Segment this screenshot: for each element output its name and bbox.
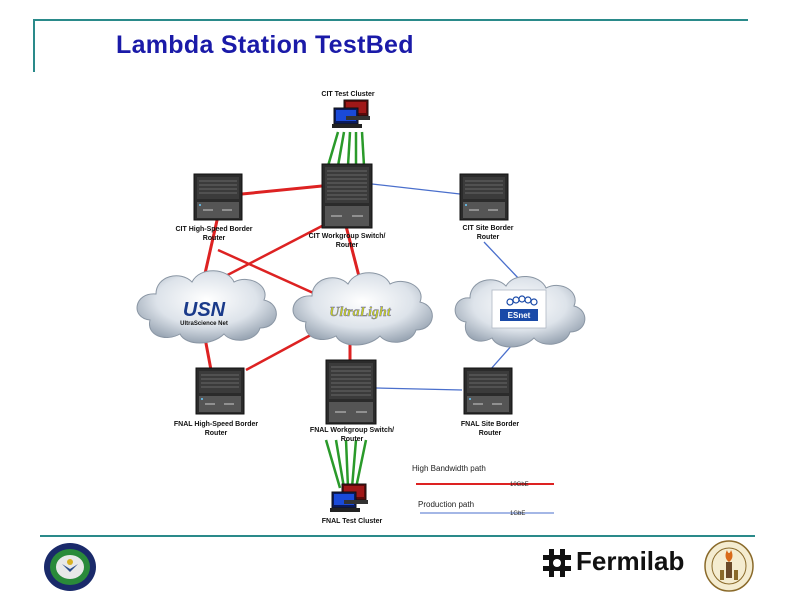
slide-title: Lambda Station TestBed: [116, 31, 414, 59]
fnal-workgroup-switch-label-line2: Router: [341, 436, 364, 443]
fnal-highspeed-router: FNAL High-Speed Border Router: [174, 367, 259, 437]
legend: High Bandwidth path 10GbE Production pat…: [412, 464, 554, 517]
fnal-test-cluster-label: FNAL Test Cluster: [322, 518, 383, 525]
cluster-links: [324, 131, 368, 489]
fnal-highspeed-router-label-line1: FNAL High-Speed Border: [174, 421, 259, 428]
fnal-workgroup-switch: FNAL Workgroup Switch/ Router: [310, 359, 394, 443]
link-cit-hs-to-ultralight: [217, 248, 321, 298]
cit-workgroup-switch: CIT Workgroup Switch/ Router: [309, 163, 386, 249]
doe-seal-logo: [44, 543, 96, 591]
usn-caption: UltraScience Net: [180, 321, 228, 327]
legend-high-bandwidth-label: High Bandwidth path: [412, 464, 486, 473]
link-ultralight-to-fnal-hs: [245, 328, 321, 372]
fnal-highspeed-router-label-line2: Router: [205, 430, 228, 437]
footer-rule: [40, 535, 755, 537]
link-fnal-switch-to-fnal-site: [375, 387, 463, 391]
legend-production-speed: 1GbE: [510, 511, 525, 517]
link-cit-switch-to-usn: [213, 224, 323, 284]
cit-site-router-label-line1: CIT Site Border: [463, 225, 514, 232]
usn-logo: USN: [183, 299, 226, 321]
usn-cloud: USN UltraScience Net: [136, 270, 277, 344]
ultralight-cloud: UltraLight: [292, 272, 433, 346]
fnal-test-cluster: FNAL Test Cluster: [322, 483, 383, 525]
cit-highspeed-router: CIT High-Speed Border Router: [175, 173, 253, 242]
title-frame-left-rule: [33, 19, 35, 72]
esnet-logo: ESnet: [508, 311, 531, 320]
link-cit-site-to-esnet: [483, 241, 521, 281]
cit-workgroup-switch-label-line1: CIT Workgroup Switch/: [309, 233, 386, 240]
fnal-workgroup-switch-label-line1: FNAL Workgroup Switch/: [310, 427, 394, 434]
link-cit-switch-to-cit-site: [371, 183, 461, 195]
fermilab-mark-icon: [543, 549, 571, 577]
cit-site-router-label-line2: Router: [477, 234, 500, 241]
title-frame-top-rule: [33, 19, 748, 21]
cit-workgroup-switch-label-line2: Router: [336, 242, 359, 249]
fnal-site-router-label-line1: FNAL Site Border: [461, 421, 519, 428]
cit-highspeed-router-label-line1: CIT High-Speed Border: [175, 226, 252, 233]
esnet-cloud: ESnet: [454, 276, 586, 348]
fnal-site-router: FNAL Site Border Router: [461, 367, 519, 437]
cit-test-cluster-label: CIT Test Cluster: [321, 91, 374, 98]
university-seal-logo: [704, 540, 754, 592]
legend-high-bandwidth-speed: 10GbE: [510, 482, 529, 488]
cit-test-cluster: CIT Test Cluster: [321, 91, 375, 129]
fnal-site-router-label-line2: Router: [479, 430, 502, 437]
cit-highspeed-router-label-line2: Router: [203, 235, 226, 242]
legend-production-label: Production path: [418, 500, 474, 509]
ultralight-logo: UltraLight: [329, 305, 392, 320]
link-cit-hs-to-usn: [202, 215, 220, 279]
link-usn-to-fnal-hs: [203, 337, 213, 371]
cit-site-router: CIT Site Border Router: [459, 173, 514, 241]
link-cit-hs-to-cit-switch: [241, 184, 323, 196]
fermilab-wordmark: Fermilab: [576, 546, 685, 576]
